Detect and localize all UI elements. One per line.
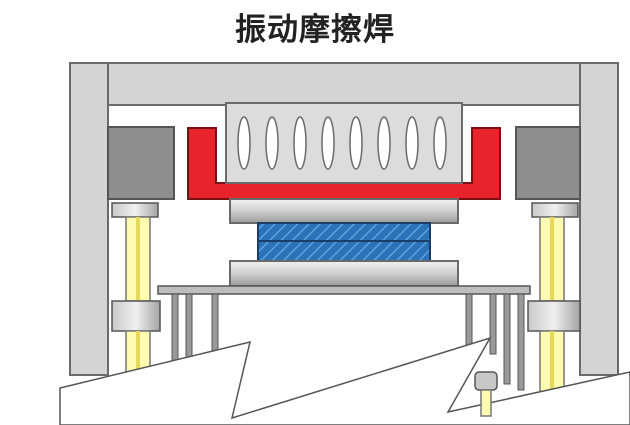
right-side-block (515, 126, 581, 200)
vibration-head (225, 102, 463, 184)
cutaway-break (59, 336, 630, 425)
bolt-icon (474, 371, 498, 417)
diagram-title: 振动摩擦焊 (235, 12, 395, 48)
left-side-block (107, 126, 175, 200)
lift-table (157, 285, 531, 295)
lower-platen (229, 260, 459, 287)
right-guide-column (527, 202, 581, 396)
upper-platen (229, 198, 459, 224)
left-guide-column (111, 202, 161, 382)
workpieces (257, 222, 431, 262)
machine-frame (69, 62, 619, 376)
